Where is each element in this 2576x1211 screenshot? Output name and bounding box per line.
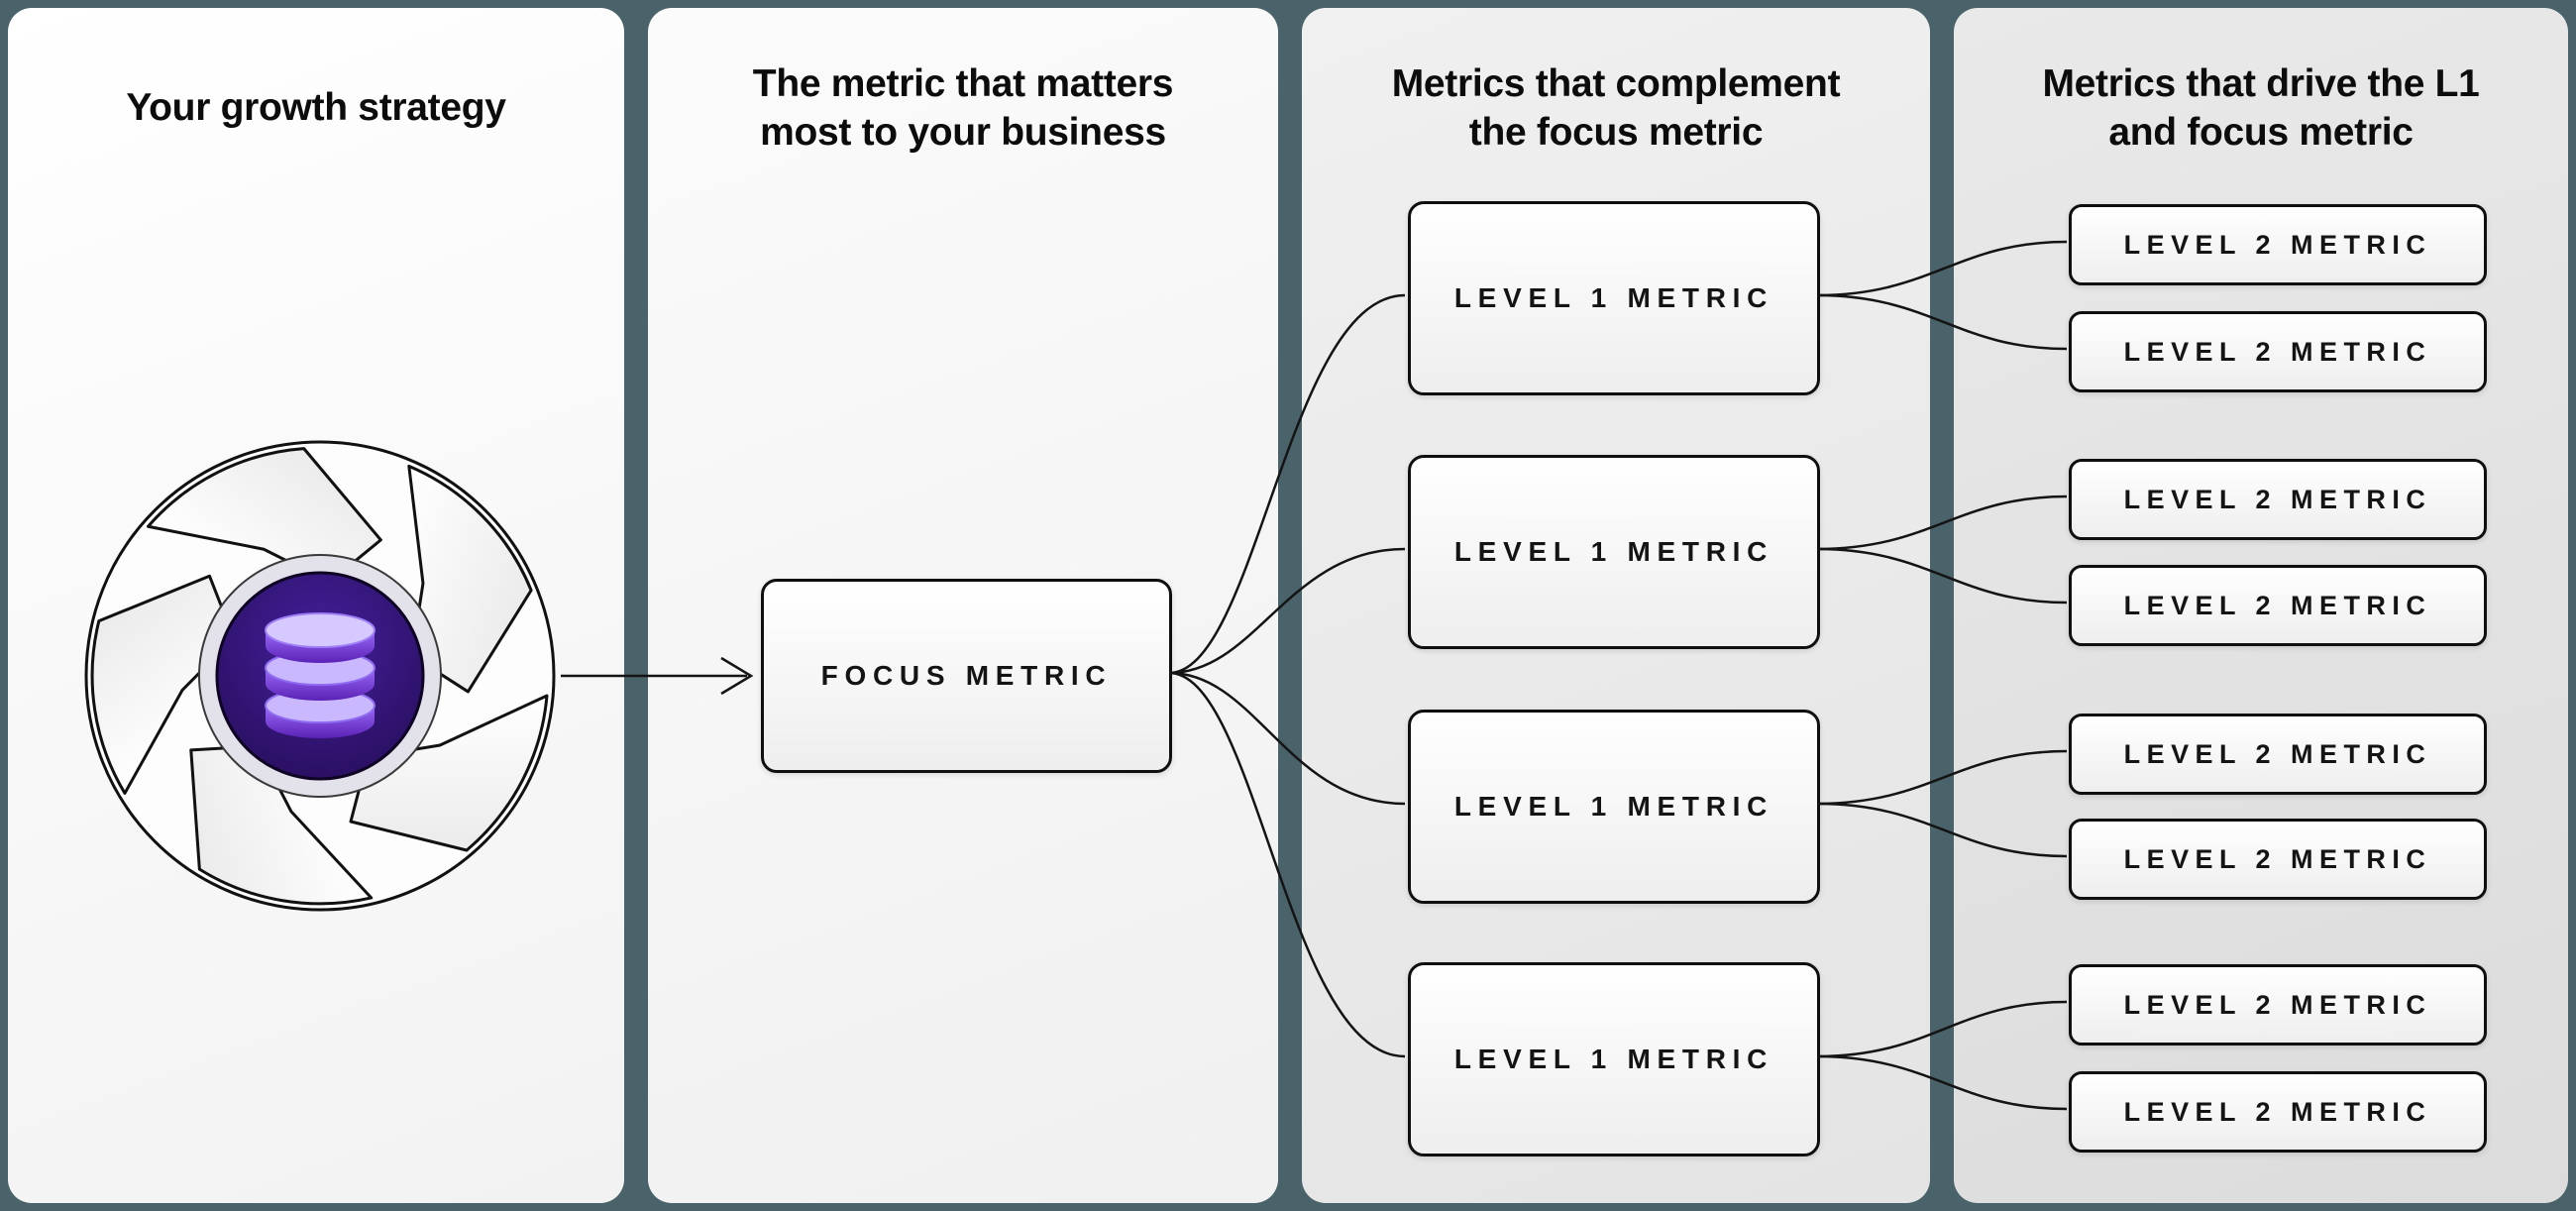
title-line: and focus metric [2108,111,2414,154]
level1-metric-label: LEVEL 1 METRIC [1453,536,1774,567]
level2-metric-label: LEVEL 2 METRIC [2123,484,2432,514]
level2-metric-box: LEVEL 2 METRIC [2069,565,2487,646]
level2-metric-label: LEVEL 2 METRIC [2123,336,2432,367]
level1-metric-label: LEVEL 1 METRIC [1453,282,1774,313]
panel-focus-metric-title: The metric that matters most to your bus… [648,59,1278,157]
level2-metric-box: LEVEL 2 METRIC [2069,714,2487,795]
panel-growth-strategy-title: Your growth strategy [8,83,624,132]
title-line: Your growth strategy [126,86,506,129]
level2-metric-label: LEVEL 2 METRIC [2123,989,2432,1020]
level2-metric-box: LEVEL 2 METRIC [2069,459,2487,540]
title-line: Metrics that drive the L1 [2042,62,2480,105]
flywheel-icon [82,438,558,914]
level2-metric-box: LEVEL 2 METRIC [2069,819,2487,900]
focus-metric-box: FOCUS METRIC [761,579,1172,773]
database-icon [265,612,376,738]
panel-level1-metrics-title: Metrics that complement the focus metric [1302,59,1930,157]
level2-metric-label: LEVEL 2 METRIC [2123,738,2432,769]
focus-metric-label: FOCUS METRIC [820,660,1113,691]
title-line: the focus metric [1468,111,1764,154]
level1-metric-label: LEVEL 1 METRIC [1453,1044,1774,1074]
title-line: Metrics that complement [1391,62,1841,105]
level1-metric-box: LEVEL 1 METRIC [1408,201,1820,395]
level2-metric-box: LEVEL 2 METRIC [2069,964,2487,1046]
level1-metric-box: LEVEL 1 METRIC [1408,962,1820,1156]
level1-metric-box: LEVEL 1 METRIC [1408,710,1820,904]
level2-metric-label: LEVEL 2 METRIC [2123,1096,2432,1127]
level1-metric-box: LEVEL 1 METRIC [1408,455,1820,649]
title-line: most to your business [760,111,1166,154]
level2-metric-label: LEVEL 2 METRIC [2123,843,2432,874]
level2-metric-label: LEVEL 2 METRIC [2123,229,2432,260]
title-line: The metric that matters [752,62,1174,105]
level2-metric-box: LEVEL 2 METRIC [2069,204,2487,285]
level2-metric-label: LEVEL 2 METRIC [2123,590,2432,620]
level2-metric-box: LEVEL 2 METRIC [2069,311,2487,392]
panel-level2-metrics-title: Metrics that drive the L1 and focus metr… [1954,59,2568,157]
level2-metric-box: LEVEL 2 METRIC [2069,1071,2487,1153]
level1-metric-label: LEVEL 1 METRIC [1453,791,1774,822]
